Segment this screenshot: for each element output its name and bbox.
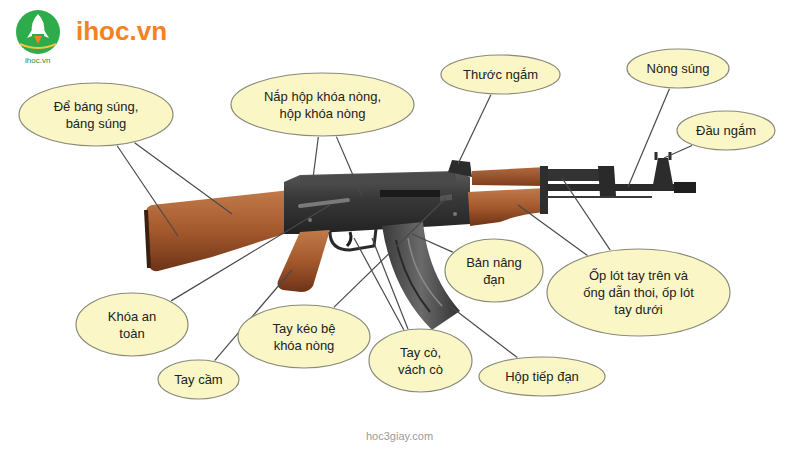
bubble-ellipse <box>547 249 730 336</box>
callout-text: Thước ngắm <box>463 66 538 83</box>
bubble-ellipse <box>445 239 543 302</box>
bubble-ellipse <box>19 83 173 146</box>
leader-line <box>354 238 404 330</box>
callout-text: Đầu ngắm <box>696 122 756 139</box>
callout-bubble: Thước ngắm <box>440 54 561 95</box>
watermark: hoc3giay.com <box>366 430 433 442</box>
bubble-outline <box>444 238 544 303</box>
callout-text: Để báng súng, báng súng <box>46 98 146 132</box>
callout-bubble: Để báng súng, báng súng <box>18 82 174 147</box>
leader-line <box>312 137 318 186</box>
logo-icon <box>16 10 60 54</box>
callout-text: Tay cầm <box>174 371 222 388</box>
callout-bubble: Khóa an toàn <box>75 292 189 357</box>
callout-text: Hộp tiếp đạn <box>502 368 582 385</box>
callout-bubble: Hộp tiếp đạn <box>478 356 606 397</box>
bubble-ellipse <box>76 293 188 356</box>
logo-subtext: ihoc.vn <box>25 56 50 65</box>
callout-text: Nắp hộp khóa nòng, hộp khóa nòng <box>263 88 383 122</box>
bubble-ellipse <box>479 357 605 396</box>
logo-text: ihoc.vn <box>76 16 167 47</box>
bubble-outline <box>75 292 189 357</box>
callout-text: Ốp lót tay trên và ống dẫn thoi, ốp lót … <box>579 267 699 318</box>
callout-bubble: Tay cò, vách cò <box>368 328 473 393</box>
callout-bubble: Tay cầm <box>157 359 240 400</box>
bubble-ellipse <box>627 49 729 88</box>
callout-bubble: Bản nâng đạn <box>444 238 544 303</box>
callout-text: Bản nâng đạn <box>464 254 524 288</box>
callout-bubble: Tay kéo bệ khóa nòng <box>237 304 371 369</box>
callout-bubble: Nòng súng <box>626 48 730 89</box>
leader-line <box>336 137 362 196</box>
callout-text: Nòng súng <box>647 60 710 77</box>
leader-line <box>628 89 669 187</box>
leader-line <box>458 95 491 164</box>
bubble-ellipse <box>238 305 370 368</box>
callout-bubble: Nắp hộp khóa nòng, hộp khóa nòng <box>230 72 415 137</box>
callout-text: Tay cò, vách cò <box>389 344 453 378</box>
callout-bubble: Ốp lót tay trên và ống dẫn thoi, ốp lót … <box>546 248 731 337</box>
leader-line <box>334 198 446 307</box>
leader-line <box>117 146 178 236</box>
bubble-ellipse <box>158 360 239 399</box>
leader-line <box>372 238 408 329</box>
callout-text: Khóa an toàn <box>97 308 167 342</box>
bubble-outline <box>237 304 371 369</box>
bubble-ellipse <box>369 329 472 392</box>
bubble-ellipse <box>441 55 560 94</box>
leader-line <box>135 143 232 214</box>
bubble-outline <box>230 72 415 137</box>
bubble-ellipse <box>677 111 775 150</box>
bubble-outline <box>18 82 174 147</box>
leader-line <box>412 234 453 252</box>
callout-bubble: Đầu ngắm <box>676 110 776 151</box>
callout-text: Tay kéo bệ khóa nòng <box>262 320 346 354</box>
leader-line <box>562 178 610 250</box>
leader-line <box>171 205 330 301</box>
bubble-outline <box>368 328 473 393</box>
bubble-ellipse <box>231 73 414 136</box>
leader-line <box>664 146 692 158</box>
